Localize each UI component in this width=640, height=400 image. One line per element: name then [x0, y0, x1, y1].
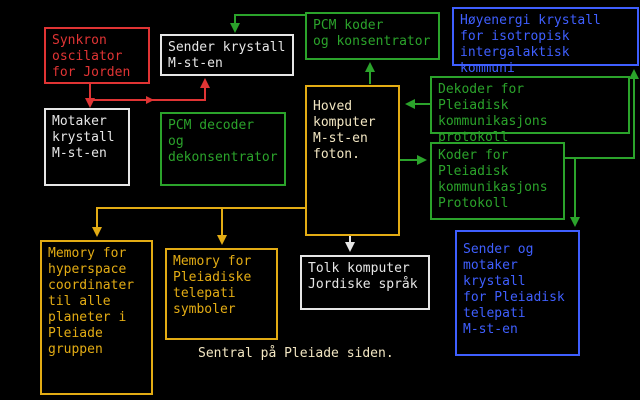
box-pcm-decoder: PCM decoder og dekonsentrator [160, 112, 286, 186]
diagram-caption: Sentral på Pleiade siden. [198, 346, 394, 361]
connector-pcmkoder-to-sender [230, 14, 305, 33]
box-synkron-oscilator: Synkron oscilator for Jorden [44, 27, 150, 84]
box-memory-telepati: Memory for Pleiadiske telepati symboler [165, 248, 278, 340]
box-memory-hyperspace: Memory for hyperspace coordinater til al… [40, 240, 153, 395]
connector-koder-to-hoyenergi [565, 69, 639, 159]
arrowhead-synkron-branch [146, 96, 154, 104]
box-motaker-krystall: Motaker krystall M-st-en [44, 108, 130, 186]
box-dekoder-pleiadisk: Dekoder for Pleiadisk kommunikasjons pro… [430, 76, 630, 145]
box-tolk-komputer: Tolk komputer Jordiske språk [300, 255, 430, 310]
box-sender-krystall: Sender krystall M-st-en [160, 34, 294, 76]
connector-synkron-to-sender [90, 78, 210, 101]
box-hoyenergi-krystall: Høyenergi krystall for isotropisk interg… [452, 7, 639, 76]
box-koder-pleiadisk: Koder for Pleiadisk kommunikasjons Proto… [430, 142, 565, 220]
box-pcm-koder: PCM koder og konsentrator [305, 12, 440, 60]
box-sender-motaker-telepati: Sender og motaker krystall for Pleiadisk… [455, 230, 580, 356]
box-hoved-komputer: Hoved komputer M-st-en foton. [305, 85, 400, 236]
connector-hoved-to-memhyper [92, 207, 305, 237]
